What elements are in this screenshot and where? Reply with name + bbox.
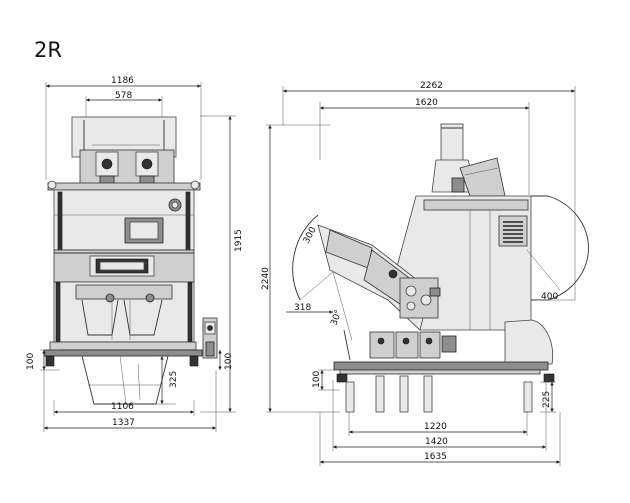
dim-height: 2240	[261, 267, 271, 290]
dim-leg-height: 325	[169, 371, 179, 388]
dim-base-height-left: 100	[26, 353, 36, 370]
side-view: 2262 1620 2240	[261, 81, 589, 466]
dim-upper-length: 1620	[415, 98, 438, 108]
dim-foot-height: 225	[542, 391, 552, 408]
model-title: 2R	[34, 38, 62, 62]
dim-inner-width: 578	[115, 91, 132, 101]
dim-overall-width: 1337	[112, 418, 135, 428]
dim-footprint-mid: 1420	[425, 437, 448, 447]
dim-total-height: 1915	[234, 229, 244, 252]
dim-top-width: 1186	[111, 76, 134, 86]
dim-side-base-height: 100	[312, 371, 322, 388]
dim-chute-width: 300	[302, 225, 319, 245]
dim-footprint-inner: 1220	[424, 422, 447, 432]
dim-footprint-outer: 1635	[424, 452, 447, 462]
dim-chute-offset: 318	[294, 303, 311, 313]
dim-ejector-radius: 400	[541, 292, 558, 302]
dim-overall-length: 2262	[420, 81, 443, 91]
dim-hopper-base-width: 1106	[111, 402, 134, 412]
dim-angle: 30°	[329, 309, 344, 327]
dim-base-height-right: 100	[224, 353, 234, 370]
front-view: 1186 578	[26, 76, 244, 432]
